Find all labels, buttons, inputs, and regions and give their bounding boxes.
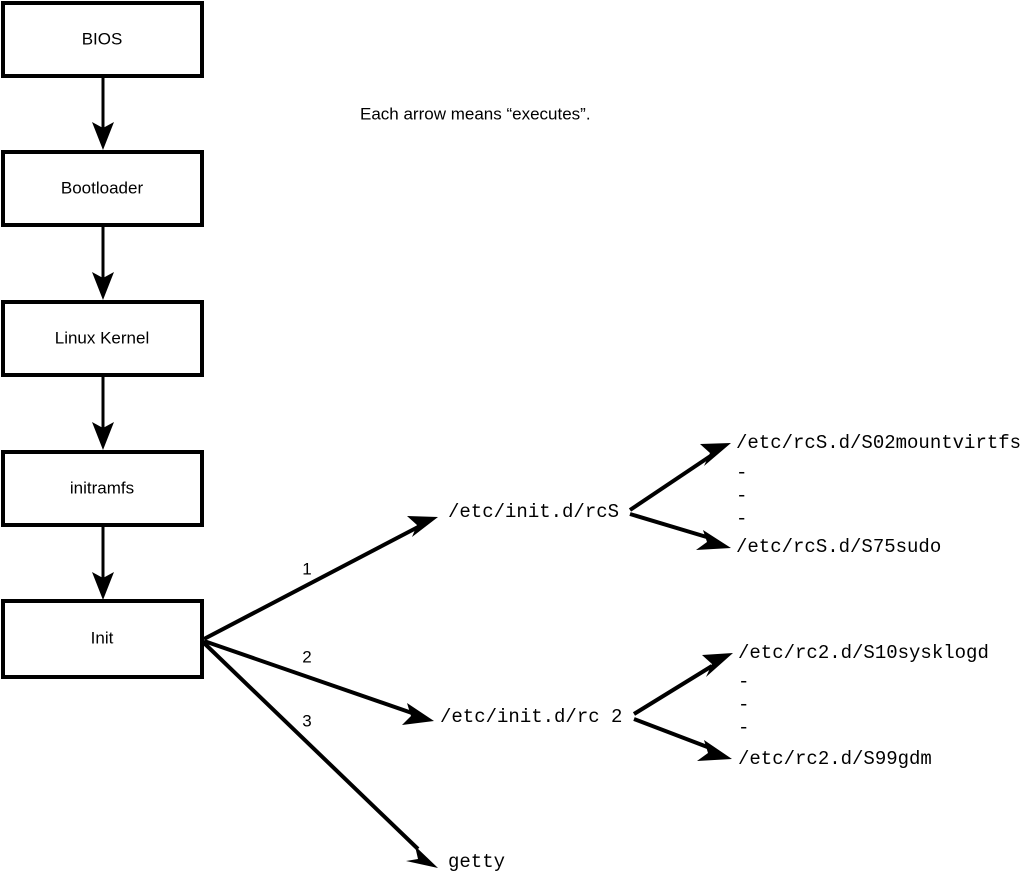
rc2-target-first: /etc/rc2.d/S10sysklogd — [738, 642, 989, 664]
rcs-ellipsis-dash-3: - — [736, 508, 747, 530]
arrow-bootloader-to-kernel — [92, 225, 114, 300]
rcs-ellipsis-dash-1: - — [736, 462, 747, 484]
edge-label-1: 1 — [302, 559, 311, 578]
arrow-init-to-rc2 — [203, 639, 434, 725]
arrow-rcs-to-last-target — [629, 512, 731, 550]
bios-label: BIOS — [82, 29, 123, 48]
arrow-init-to-rcs — [203, 516, 438, 641]
arrow-bios-to-bootloader — [92, 76, 114, 150]
bootloader-label: Bootloader — [61, 178, 144, 197]
arrow-initramfs-to-init — [92, 525, 114, 600]
diagram-caption: Each arrow means “executes”. — [360, 104, 591, 123]
init-box[interactable] — [1, 599, 204, 679]
node-bootloader[interactable]: Bootloader — [1, 150, 204, 227]
rc2-ellipsis-dash-2: - — [738, 694, 749, 716]
bios-box[interactable] — [1, 1, 204, 78]
initramfs-label: initramfs — [70, 478, 134, 497]
script-label-rcs: /etc/init.d/rcS — [448, 501, 619, 523]
script-label-rc2: /etc/init.d/rc 2 — [440, 706, 622, 728]
linux-kernel-label: Linux Kernel — [55, 328, 150, 347]
node-bios[interactable]: BIOS — [1, 1, 204, 78]
arrow-kernel-to-initramfs — [92, 375, 114, 450]
rc2-ellipsis-dash-3: - — [738, 717, 749, 739]
init-label: Init — [91, 628, 114, 647]
rc2-target-last: /etc/rc2.d/S99gdm — [738, 748, 932, 770]
initramfs-box[interactable] — [1, 450, 204, 527]
edge-label-2: 2 — [302, 647, 311, 666]
script-label-getty: getty — [448, 851, 505, 873]
rcs-ellipsis-dash-2: - — [736, 485, 747, 507]
edge-label-3: 3 — [302, 711, 311, 730]
node-init[interactable]: Init — [1, 599, 204, 679]
arrow-rc2-to-first-target — [632, 653, 733, 716]
arrow-init-to-getty — [202, 641, 438, 868]
rcs-target-first: /etc/rcS.d/S02mountvirtfs — [736, 432, 1021, 454]
node-initramfs[interactable]: initramfs — [1, 450, 204, 527]
arrow-rc2-to-last-target — [633, 717, 732, 761]
rcs-target-last: /etc/rcS.d/S75sudo — [736, 536, 941, 558]
arrow-rcs-to-first-target — [628, 443, 731, 512]
rc2-ellipsis-dash-1: - — [738, 671, 749, 693]
node-linux-kernel[interactable]: Linux Kernel — [1, 300, 204, 377]
